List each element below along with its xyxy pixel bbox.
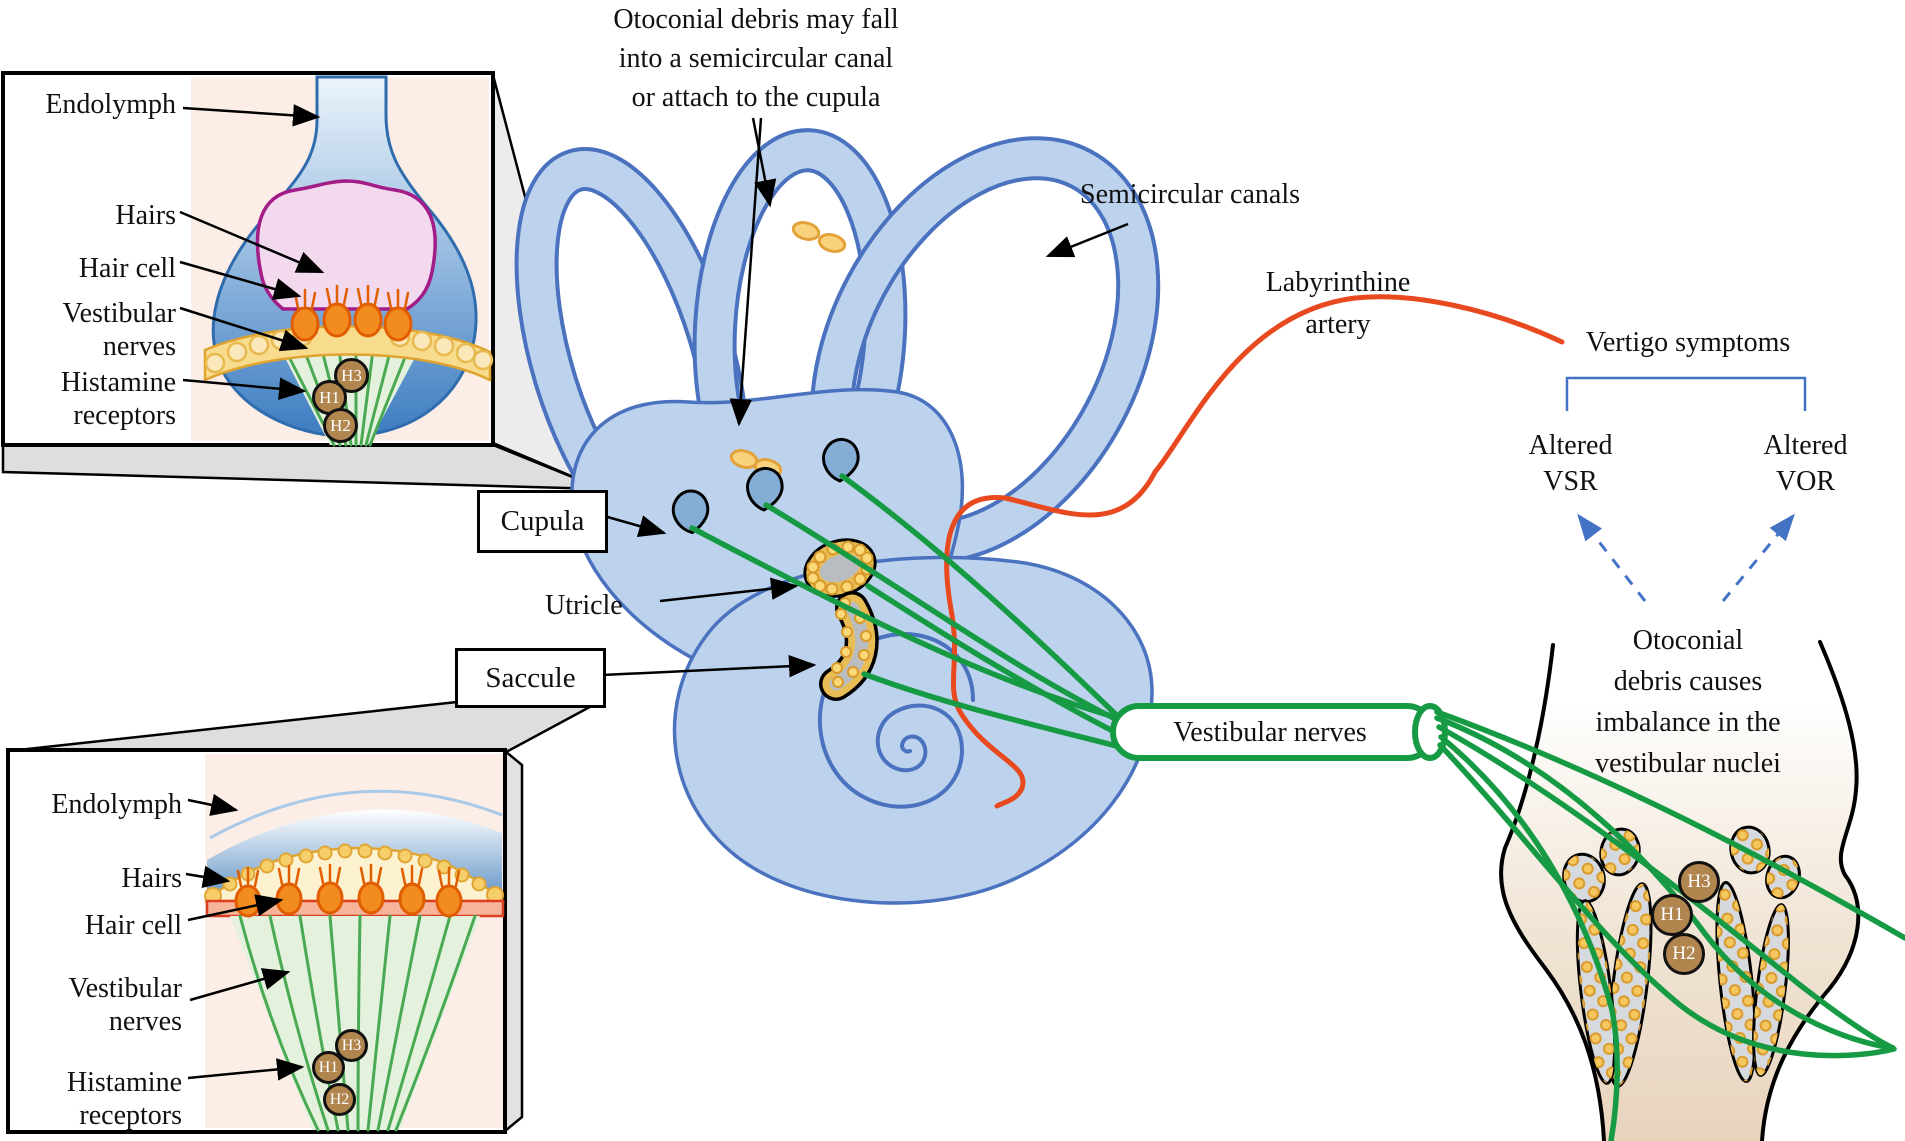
inset-cupula-label-histamine-receptors: Histamine receptors bbox=[60, 367, 176, 431]
labyrinth-art bbox=[514, 128, 1565, 905]
vestibular-nerve-fibres bbox=[689, 473, 1143, 755]
receptor-h1-nuclei: H1 bbox=[1651, 894, 1693, 936]
inset-cupula-label-vestibular-nerves: Vestibular nerves bbox=[62, 298, 176, 362]
saccule-label: Saccule bbox=[485, 661, 576, 694]
cupula-shapes bbox=[671, 438, 860, 535]
label-arrows bbox=[179, 104, 325, 1081]
labyrinthine-artery-label: Labyrinthine artery bbox=[1265, 267, 1411, 340]
inset-macula-label-hair-cell: Hair cell bbox=[84, 910, 182, 941]
receptor-h3-macula: H3 bbox=[335, 1029, 368, 1062]
receptor-h2-macula: H2 bbox=[323, 1083, 356, 1116]
nerves-to-nuclei bbox=[1434, 709, 1905, 1141]
inset-macula-label-hairs: Hairs bbox=[121, 863, 182, 894]
inset-cupula-label-hairs: Hairs bbox=[115, 200, 176, 231]
semicircular-canals-label: Semicircular canals bbox=[1080, 179, 1301, 210]
inset-macula-label-vestibular-nerves: Vestibular nerves bbox=[68, 973, 182, 1037]
nuclei-note: Otoconial debris causes imbalance in the… bbox=[1595, 625, 1781, 779]
utricle-label: Utricle bbox=[545, 590, 623, 621]
cupula-label-box: Cupula bbox=[477, 490, 608, 553]
altered-vsr-label: Altered VSR bbox=[1528, 430, 1613, 497]
labyrinthine-artery-shape bbox=[944, 294, 1565, 809]
receptor-h1-macula: H1 bbox=[312, 1051, 345, 1084]
inset-cupula-label-hair-cell: Hair cell bbox=[78, 253, 176, 284]
receptor-h2-cupula: H2 bbox=[323, 408, 358, 443]
vertigo-links bbox=[1565, 376, 1807, 602]
vestibular-nerves-label: Vestibular nerves bbox=[1173, 717, 1367, 748]
cochlea bbox=[672, 555, 1154, 905]
altered-vor-label: Altered VOR bbox=[1763, 430, 1848, 497]
saccule-shape bbox=[819, 591, 879, 701]
cupula-label: Cupula bbox=[500, 505, 585, 537]
otoconial-debris bbox=[729, 221, 847, 478]
saccule-label-box: Saccule bbox=[455, 648, 606, 708]
receptor-h2-nuclei: H2 bbox=[1663, 933, 1705, 975]
annotation-arrows bbox=[601, 117, 1129, 678]
inset-macula-label-endolymph: Endolymph bbox=[51, 789, 182, 820]
vertigo-symptoms-label: Vertigo symptoms bbox=[1585, 327, 1791, 358]
inset-cupula-label-endolymph: Endolymph bbox=[45, 89, 176, 120]
inset-macula-label-histamine-receptors: Histamine receptors bbox=[66, 1067, 182, 1131]
cupula-shape bbox=[255, 179, 437, 311]
otoconial-debris-note: Otoconial debris may fall into a semicir… bbox=[613, 4, 899, 113]
receptor-h3-nuclei: H3 bbox=[1678, 861, 1720, 903]
